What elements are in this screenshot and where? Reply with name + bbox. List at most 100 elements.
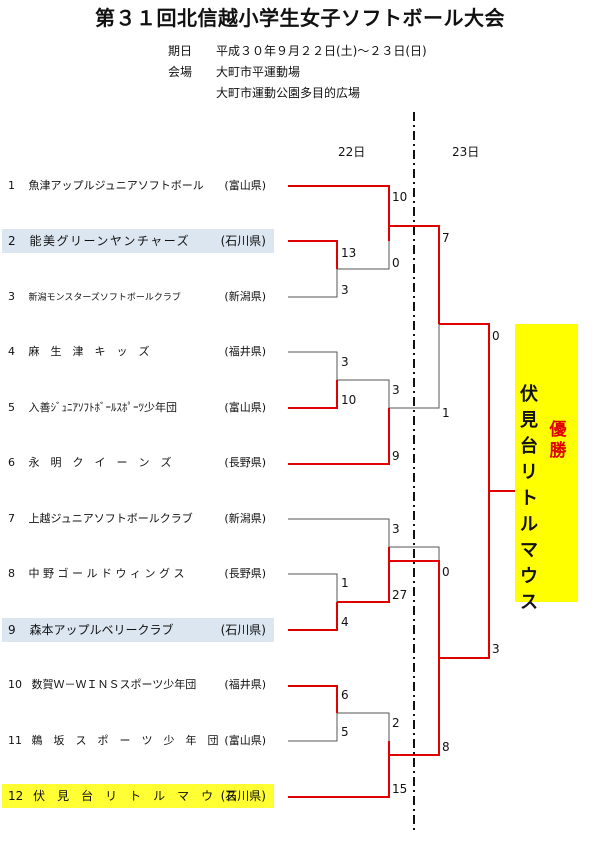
bracket-line-sf1-winner xyxy=(389,225,440,324)
score: 5 xyxy=(341,725,349,739)
day-label-23: 23日 xyxy=(452,145,480,159)
score: 3 xyxy=(492,642,500,656)
bracket-line-t6 xyxy=(288,408,390,465)
date-label: 期日 xyxy=(168,44,193,58)
score: 0 xyxy=(442,565,450,579)
team-row-1: 1 魚津アップルジュニアソフトボール (富山県) xyxy=(2,174,274,198)
bracket-line-final-bottom xyxy=(439,491,490,659)
team-row-3: 3 新潟モンスターズソフトボールクラブ (新潟県) xyxy=(2,285,274,309)
score: 8 xyxy=(442,740,450,754)
team-row-9: 9 森本アップルベリークラブ (石川県) xyxy=(2,618,274,642)
team-name: 数賀Ｗ－ＷＩＮＳスポーツ少年団 xyxy=(31,678,197,691)
team-name: 魚津アップルジュニアソフトボール xyxy=(28,179,204,192)
bracket-line-qf3-winner xyxy=(337,547,390,603)
team-prefecture: (福井県) xyxy=(224,345,266,358)
score: 2 xyxy=(392,716,400,730)
team-name: 伏 見 台 リ ト ル マ ウ ス xyxy=(33,789,238,803)
team-prefecture: (富山県) xyxy=(224,734,266,747)
score: 15 xyxy=(392,782,408,796)
bracket-line-t10 xyxy=(288,685,338,713)
team-row-8: 8 中 野 ゴ ー ル ド ウ ィ ン グ ス (長野県) xyxy=(2,562,274,586)
team-prefecture: (石川県) xyxy=(220,789,266,803)
team-number: 2 xyxy=(8,234,16,248)
score: 7 xyxy=(442,231,450,245)
venue-2: 大町市運動公園多目的広場 xyxy=(216,86,361,100)
bracket-line-final-top xyxy=(439,323,490,491)
bracket-line-final-loser xyxy=(438,323,490,380)
team-row-10: 10 数賀Ｗ－ＷＩＮＳスポーツ少年団 (福井県) xyxy=(2,673,274,697)
bracket-line-t4 xyxy=(288,351,338,380)
team-prefecture: (富山県) xyxy=(224,179,266,192)
team-row-2: 2 能美グリーンヤンチャーズ (石川県) xyxy=(2,229,274,253)
score: 6 xyxy=(341,688,349,702)
team-name: 能美グリーンヤンチャーズ xyxy=(29,234,191,248)
bracket-line-t7 xyxy=(288,518,390,547)
bracket-line-t12 xyxy=(288,741,390,798)
team-row-11: 11 鵜 坂 ス ポ ー ツ 少 年 団 (富山県) xyxy=(2,729,274,753)
bracket-line-t5 xyxy=(288,380,338,409)
bracket-line-sf1-loser xyxy=(389,380,440,409)
team-name: 上越ジュニアソフトボールクラブ xyxy=(28,512,193,525)
bracket-line-qf1-loser xyxy=(337,241,390,270)
team-number: 4 xyxy=(8,345,15,358)
score: 3 xyxy=(341,355,349,369)
team-number: 12 xyxy=(8,789,24,803)
team-number: 6 xyxy=(8,456,15,469)
bracket-line-t3 xyxy=(288,269,338,298)
score: 3 xyxy=(392,522,400,536)
team-prefecture: (長野県) xyxy=(224,567,266,580)
team-name: 永 明 ク イ ー ン ズ xyxy=(28,456,172,469)
bracket-line-qf4-loser xyxy=(337,712,390,741)
bracket-line-qf2-loser xyxy=(337,379,390,408)
venue-label: 会場 xyxy=(168,65,193,79)
bracket-line-sf2-winner xyxy=(389,560,440,658)
team-prefecture: (富山県) xyxy=(224,401,266,414)
day-label-22: 22日 xyxy=(338,145,366,159)
team-prefecture: (長野県) xyxy=(224,456,266,469)
champion-label: 優勝 xyxy=(549,420,567,461)
score: 10 xyxy=(341,393,357,407)
team-number: 7 xyxy=(8,512,15,525)
date-value: 平成３０年９月２２日(土)～２３日(日) xyxy=(216,44,427,58)
team-row-6: 6 永 明 ク イ ー ン ズ (長野県) xyxy=(2,451,274,475)
team-row-5: 5 入善ｼﾞｭﾆｱｿﾌﾄﾎﾞｰﾙｽﾎﾟｰﾂ少年団 (富山県) xyxy=(2,396,274,420)
bracket-line-t2 xyxy=(288,240,338,269)
team-name: 森本アップルベリークラブ xyxy=(29,623,174,637)
team-prefecture: (福井県) xyxy=(224,678,266,691)
team-name: 中 野 ゴ ー ル ド ウ ィ ン グ ス xyxy=(28,567,185,580)
bracket-line-t1 xyxy=(288,185,390,241)
venue-1: 大町市平運動場 xyxy=(216,65,301,79)
team-number: 3 xyxy=(8,290,15,303)
team-name: 麻 生 津 キ ッ ズ xyxy=(28,345,150,358)
team-number: 9 xyxy=(8,623,16,637)
team-number: 8 xyxy=(8,567,15,580)
score: 27 xyxy=(392,588,408,602)
team-number: 5 xyxy=(8,401,15,414)
team-row-12: 12 伏 見 台 リ ト ル マ ウ ス (石川県) xyxy=(2,784,274,808)
champion-box xyxy=(515,324,578,602)
bracket-line-sf2-from-qf4 xyxy=(389,658,440,756)
bracket-line-t9 xyxy=(288,602,338,631)
score: 1 xyxy=(341,576,349,590)
score: 0 xyxy=(492,329,500,343)
bracket-line-t11 xyxy=(288,713,338,742)
team-row-4: 4 麻 生 津 キ ッ ズ (福井県) xyxy=(2,340,274,364)
team-name: 入善ｼﾞｭﾆｱｿﾌﾄﾎﾞｰﾙｽﾎﾟｰﾂ少年団 xyxy=(28,401,178,414)
bracket-line-t8 xyxy=(288,573,338,602)
team-row-7: 7 上越ジュニアソフトボールクラブ (新潟県) xyxy=(2,507,274,531)
score: 4 xyxy=(341,615,349,629)
team-prefecture: (新潟県) xyxy=(224,512,266,525)
score: 10 xyxy=(392,190,408,204)
score: 13 xyxy=(341,246,357,260)
team-prefecture: (石川県) xyxy=(220,234,266,248)
team-number: 11 xyxy=(8,734,22,747)
champion-name: 伏見台リトルマウス xyxy=(520,384,538,613)
team-prefecture: (新潟県) xyxy=(224,290,266,303)
score: 3 xyxy=(392,383,400,397)
score: 3 xyxy=(341,283,349,297)
team-number: 10 xyxy=(8,678,22,691)
score: 0 xyxy=(392,256,400,270)
team-number: 1 xyxy=(8,179,15,192)
score: 1 xyxy=(442,406,450,420)
